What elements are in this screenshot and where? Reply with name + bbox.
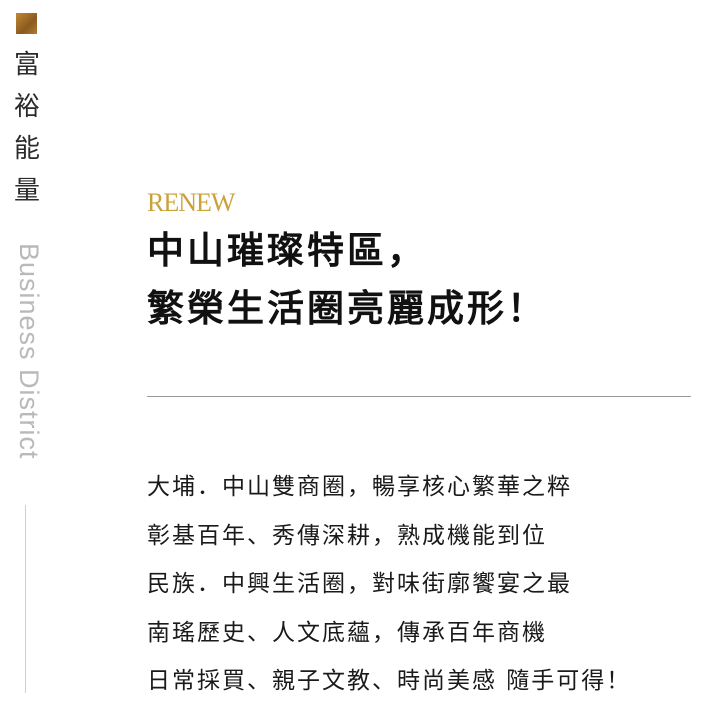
section-kicker: RENEW — [147, 188, 235, 217]
sidebar-title-char: 能 — [13, 134, 40, 164]
body-line: 大埔．中山雙商圈，暢享核心繁華之粹 — [147, 474, 572, 500]
brand-square-icon — [16, 13, 37, 34]
body-line: 彰基百年、秀傳深耕，熟成機能到位 — [147, 522, 547, 549]
body-text: 大埔．中山雙商圈，暢享核心繁華之粹 彰基百年、秀傳深耕，熟成機能到位 民族．中興… — [147, 463, 631, 706]
sidebar-title-char: 量 — [13, 176, 40, 206]
sidebar-vertical-rule — [25, 505, 26, 693]
body-line: 南瑤歷史、人文底蘊，傳承百年商機 — [147, 619, 547, 646]
section-divider — [147, 396, 691, 397]
headline-line: 中山璀璨特區， — [147, 229, 427, 272]
sidebar-title-char: 富 — [13, 50, 40, 80]
headline: 中山璀璨特區， 繁榮生活圈亮麗成形！ — [147, 222, 547, 338]
sidebar-title: 富 裕 能 量 — [12, 44, 42, 212]
sidebar-title-char: 裕 — [13, 92, 40, 122]
sidebar-subtitle: Business District — [14, 243, 44, 460]
headline-line: 繁榮生活圈亮麗成形！ — [147, 287, 547, 330]
body-line: 日常採買、親子文教、時尚美感 隨手可得！ — [147, 668, 632, 694]
body-line: 民族．中興生活圈，對味街廓饗宴之最 — [147, 571, 572, 597]
